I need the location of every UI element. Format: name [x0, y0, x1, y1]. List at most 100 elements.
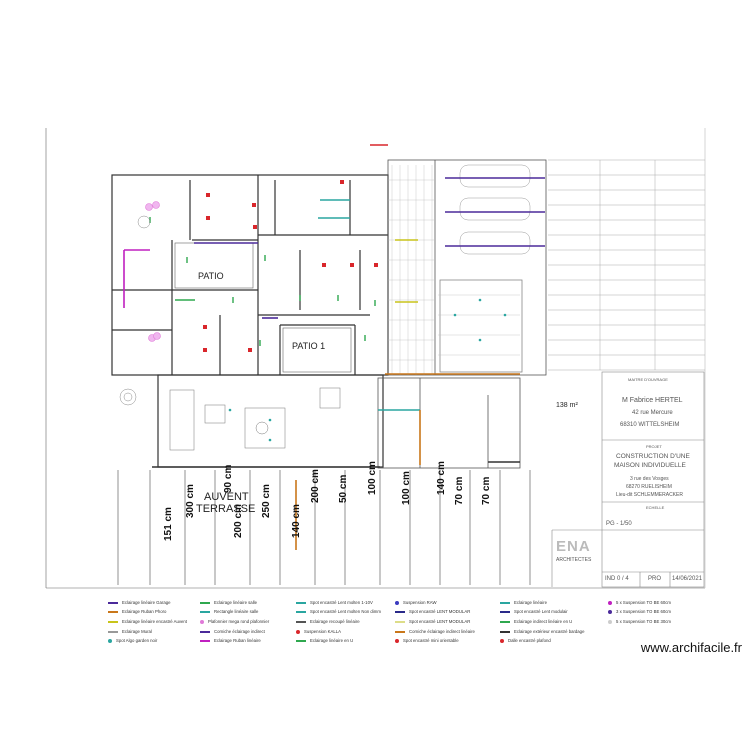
phase-value: PRO [648, 576, 662, 582]
dimension-label: 100 cm [367, 461, 378, 495]
project-heading: PROJET [646, 444, 662, 449]
legend-item: Spot encastré Lent molten 1-10V [296, 600, 373, 605]
legend-swatch [200, 610, 210, 613]
legend-label: 5 x Suspension TO BE 60cm [616, 600, 672, 605]
legend-item: Eclairage Ruban Phoro [108, 609, 166, 614]
dimension-label: 140 cm [436, 461, 447, 495]
room-label-patio-1: PATIO 1 [292, 341, 326, 351]
lighting-lines [123, 144, 545, 550]
firm-subtitle: ARCHITECTES [556, 557, 592, 563]
legend-item: Suspension KALLA [296, 629, 341, 634]
legend-item: Spot encastré LENT MODULAR [395, 609, 470, 614]
legend-label: Dalle encastré plafond [508, 638, 551, 643]
room-label-auvent: AUVENT [204, 491, 249, 503]
legend-item: Eclairage recoupé linéaire [296, 619, 360, 624]
red-fixtures [203, 180, 378, 352]
dimension-label: 200 cm [310, 469, 321, 503]
project-line-1: CONSTRUCTION D'UNE [616, 453, 690, 460]
legend-label: Eclairage extérieur encastré bardage [514, 629, 585, 634]
legend-swatch [500, 601, 510, 604]
legend-swatch [200, 601, 210, 604]
scale-value: PG - 1/50 [606, 521, 632, 527]
dimension-label: 100 cm [401, 471, 412, 505]
legend-item: 5 x Suspension TO BE 30cm [608, 619, 671, 624]
dimension-label: 140 cm [291, 504, 302, 538]
legend-label: Eclairage linéaire [514, 600, 547, 605]
dimension-label: 151 cm [163, 507, 174, 541]
legend-label: Eclairage linéaire encastré Auvent [122, 619, 187, 624]
paving-hatch [388, 165, 520, 375]
legend-item: Dalle encastré plafond [500, 638, 551, 643]
legend-swatch [395, 620, 405, 623]
legend-swatch [200, 619, 204, 624]
legend-item: Corniche éclairage indirect [200, 629, 265, 634]
legend-label: Eclairage indirect linéaire en U [514, 619, 573, 624]
legend-label: Plafonnier mega rond plafonnier [208, 619, 270, 624]
project-line-4: 68270 RUELISHEIM [626, 484, 672, 490]
pink-pendants [145, 201, 161, 342]
owner-heading: MAITRE D'OUVRAGE [628, 377, 668, 382]
legend-item: Spot Algo garden noir [108, 638, 157, 643]
terrace-deck [117, 470, 531, 585]
legend-item: Rectangle linéaire salle [200, 609, 258, 614]
project-line-2: MAISON INDIVIDUELLE [614, 462, 686, 469]
legend-swatch [296, 620, 306, 623]
garage-wing [377, 159, 547, 469]
legend-label: Eclairage Ruban linéaire [214, 638, 261, 643]
dimension-label: 200 cm [233, 504, 244, 538]
dimension-label: 250 cm [261, 484, 272, 518]
legend-item: Eclairage linéaire [500, 600, 547, 605]
legend-label: Spot Algo garden noir [116, 638, 158, 643]
legend-label: Spot encastré Lent modulair [514, 609, 568, 614]
legend-swatch [296, 639, 306, 642]
legend-label: Spot encastré Lent molten 1-10V [310, 600, 373, 605]
legend-swatch [500, 610, 510, 613]
legend-item: Eclairage linéaire en U [296, 638, 353, 643]
legend-swatch [296, 629, 300, 634]
project-line-5: Lieu-dit SCHLEMMERACKER [616, 492, 683, 498]
legend-item: Spot encastré Lent modulair [500, 609, 568, 614]
living-area-details [169, 387, 341, 451]
dimension-label: 90 cm [223, 464, 234, 493]
legend-swatch [395, 630, 405, 633]
legend-item: Eclairage Mural [108, 629, 152, 634]
legend-swatch [108, 610, 118, 613]
patio-1-area [282, 327, 352, 373]
area-label: 138 m² [556, 402, 578, 409]
legend-swatch [608, 609, 612, 614]
dimension-label: 300 cm [185, 484, 196, 518]
legend-label: Spot encastré mini orientable [403, 638, 459, 643]
legend-label: Eclairage Ruban Phoro [122, 609, 167, 614]
legend-swatch [108, 630, 118, 633]
legend-item: Suspension RAW [395, 600, 437, 605]
room-label-patio: PATIO [198, 271, 224, 281]
legend-label: Eclairage Mural [122, 629, 152, 634]
patio-area [174, 242, 254, 289]
legend-label: Spot encastré LENT MODULAR [409, 609, 471, 614]
room-label-terrasse: TERRASSE [196, 503, 256, 515]
legend-swatch [500, 638, 504, 643]
legend-item: Spot encastré Lent molten Non dimm [296, 609, 381, 614]
teal-dots [228, 298, 507, 442]
title-block-frame [551, 371, 705, 588]
index-value: IND 0 / 4 [605, 576, 629, 582]
site-grid [548, 128, 706, 588]
legend-item: Eclairage Ruban linéaire [200, 638, 261, 643]
legend-label: Rectangle linéaire salle [214, 609, 259, 614]
legend-item: Eclairage linéaire encastré Auvent [108, 619, 187, 624]
car-icons [459, 164, 531, 255]
legend-item: 3 x Suspension TO BE 60cm [608, 609, 671, 614]
legend-item: 5 x Suspension TO BE 60cm [608, 600, 671, 605]
legend-label: Suspension KALLA [304, 629, 342, 634]
legend-swatch [608, 600, 612, 605]
footer-brand: www.archifacile.fr [640, 640, 742, 655]
legend-label: 5 x Suspension TO BE 30cm [616, 619, 672, 624]
legend-label: Spot encastré LENT MODULAR [409, 619, 471, 624]
firm-logo-text: ENA [556, 538, 591, 555]
legend-swatch [296, 601, 306, 604]
owner-name: M Fabrice HERTEL [622, 397, 683, 404]
owner-address: 42 rue Mercure [632, 410, 673, 416]
scale-heading: ECHELLE [646, 505, 665, 510]
legend-item: Eclairage linéaire Garage [108, 600, 171, 605]
legend-item: Plafonnier mega rond plafonnier [200, 619, 269, 624]
